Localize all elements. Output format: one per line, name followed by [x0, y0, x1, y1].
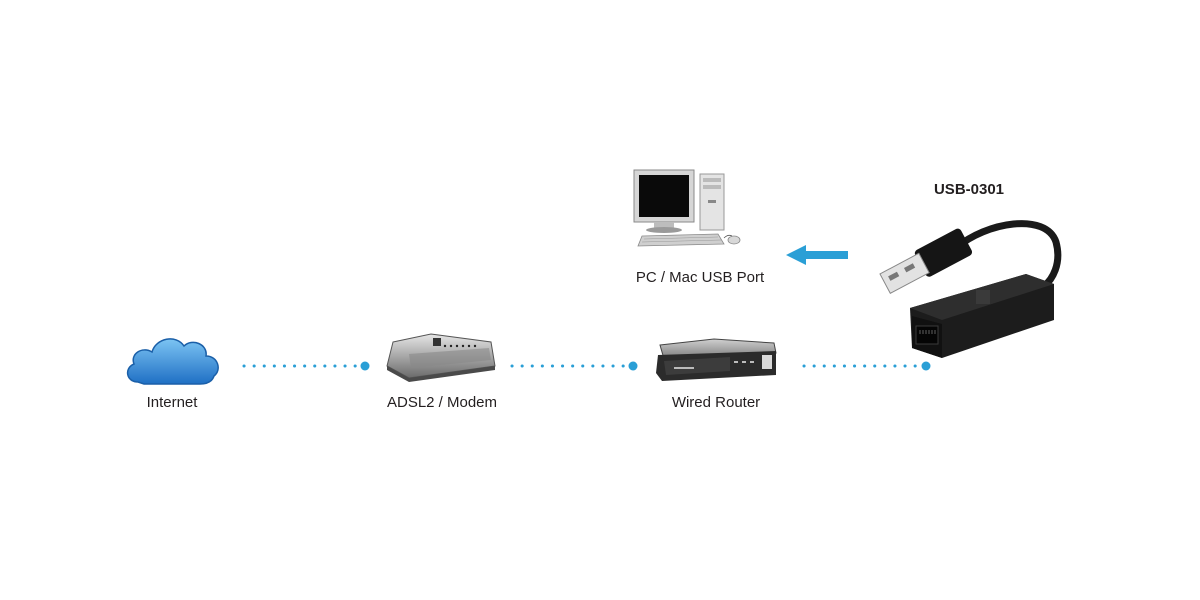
usb-ethernet-adapter-icon — [876, 212, 1066, 364]
arrow-left-icon — [784, 243, 850, 267]
adapter-label: USB-0301 — [933, 181, 1005, 198]
modem-icon — [385, 332, 499, 382]
internet-label: Internet — [146, 394, 198, 411]
desktop-computer-icon — [622, 168, 748, 252]
internet-cloud-icon — [124, 330, 224, 390]
link-internet-modem — [240, 360, 372, 372]
router-icon — [654, 337, 780, 385]
modem-label: ADSL2 / Modem — [386, 394, 498, 411]
link-modem-router — [508, 360, 640, 372]
link-router-adapter — [800, 360, 936, 372]
router-label: Wired Router — [671, 394, 761, 411]
pc-label: PC / Mac USB Port — [635, 269, 765, 286]
